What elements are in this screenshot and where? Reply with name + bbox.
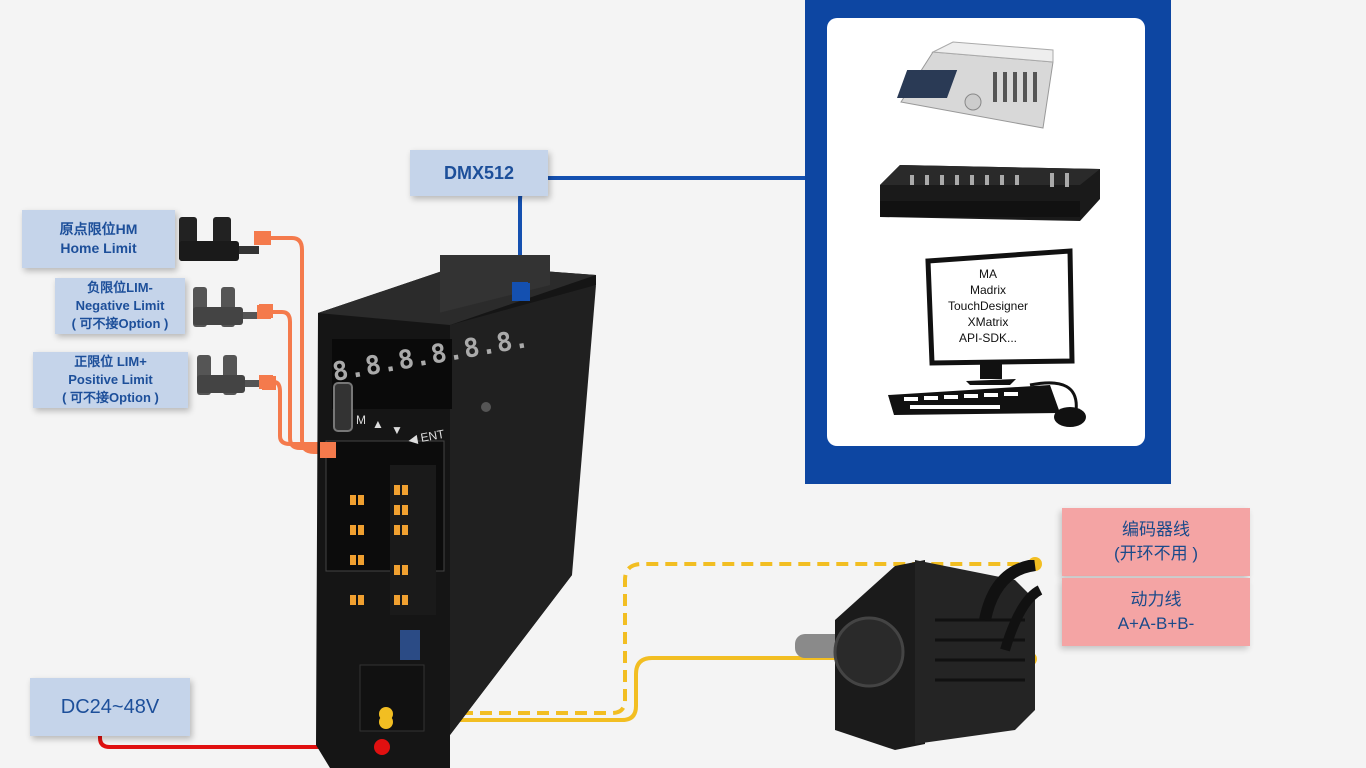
software-item: API-SDK...: [958, 331, 1017, 345]
negative-limit-wire: [266, 310, 330, 450]
dmx-label: DMX512: [410, 150, 548, 196]
dmx-port-dot: [512, 282, 528, 298]
software-item: XMatrix: [967, 315, 1009, 329]
power-label-text: DC24~48V: [60, 695, 160, 718]
motor-line1: 动力线: [1130, 590, 1182, 609]
positive-limit-wire: [268, 380, 330, 446]
driver-m-button[interactable]: M: [356, 413, 366, 427]
dmx-label-text: DMX512: [443, 162, 515, 183]
software-item: MA: [979, 267, 997, 281]
limit-port-dot: [320, 442, 336, 458]
positive-limit-line3: ( 可不接Option ): [62, 390, 159, 405]
encoder-line2: (开环不用 ): [1113, 544, 1199, 563]
driver-down-button[interactable]: ▼: [391, 423, 403, 437]
software-item: Madrix: [969, 283, 1006, 297]
motor-cable-label: 动力线 A+A-B+B-: [1062, 578, 1250, 646]
driver-up-button[interactable]: ▲: [372, 417, 384, 431]
power-wire: [98, 722, 380, 749]
encoder-cable-label: 编码器线 (开环不用 ): [1062, 508, 1250, 576]
home-connector-dot: [254, 231, 268, 245]
positive-sensor-icon: [197, 355, 273, 395]
negative-connector-dot: [257, 305, 271, 319]
motor-power-wire: [385, 656, 1030, 722]
home-limit-wire: [262, 236, 330, 454]
computer-icon: [888, 248, 1086, 427]
home-limit-line1: 原点限位HM: [59, 221, 138, 237]
software-list: MA Madrix TouchDesigner XMatrix API-SDK.…: [936, 266, 1040, 346]
power-port-dot: [374, 739, 390, 755]
home-limit-label: 原点限位HM Home Limit: [22, 210, 175, 268]
positive-limit-label: 正限位 LIM+ Positive Limit ( 可不接Option ): [33, 352, 188, 408]
negative-sensor-icon: [193, 287, 273, 327]
motor-port-dot: [379, 715, 393, 729]
stepper-motor-icon: [795, 560, 1043, 750]
motor-line2: A+A-B+B-: [1117, 614, 1195, 633]
dmx-controller-icon: [870, 155, 1107, 235]
negative-limit-line3: ( 可不接Option ): [71, 316, 169, 331]
power-label: DC24~48V: [30, 678, 190, 736]
encoder-wire: [385, 562, 1035, 715]
positive-connector-dot: [262, 376, 276, 390]
negative-limit-line1: 负限位LIM-: [87, 280, 153, 295]
encoder-line1: 编码器线: [1122, 520, 1190, 539]
positive-limit-line2: Positive Limit: [68, 372, 153, 387]
home-limit-line2: Home Limit: [60, 240, 137, 256]
negative-limit-line2: Negative Limit: [75, 298, 165, 313]
positive-limit-line1: 正限位 LIM+: [74, 354, 147, 369]
lighting-console-icon: [893, 32, 1059, 136]
negative-limit-label: 负限位LIM- Negative Limit ( 可不接Option ): [55, 278, 185, 334]
software-item: TouchDesigner: [947, 299, 1029, 313]
